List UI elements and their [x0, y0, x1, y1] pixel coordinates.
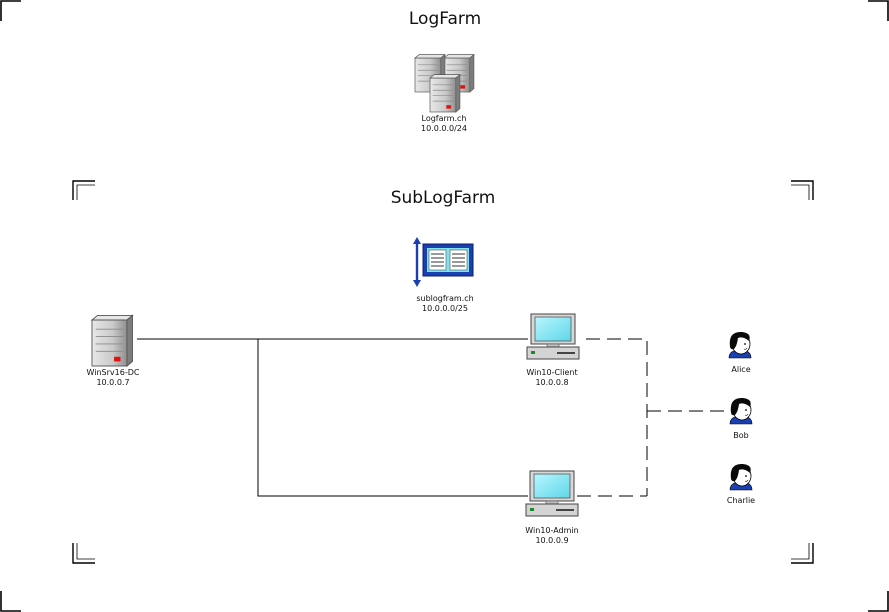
- server-icon: [91, 314, 133, 367]
- user-icon: [729, 463, 753, 491]
- admin-name: Win10-Admin: [525, 526, 579, 535]
- dc-address: 10.0.0.7: [96, 378, 130, 387]
- server-cluster-icon: [414, 54, 475, 113]
- sublogfarm-address: 10.0.0.0/25: [422, 304, 468, 313]
- user-label-charlie: Charlie: [726, 496, 756, 505]
- dashed-link-client: [586, 338, 648, 496]
- inner-frame: [72, 180, 814, 564]
- client-address: 10.0.0.8: [535, 378, 569, 387]
- dc-label: WinSrv16-DC 10.0.0.7: [87, 368, 140, 388]
- logfarm-name: Logfarm.ch: [421, 114, 467, 123]
- user-links: [577, 338, 728, 497]
- outer-frame-title: LogFarm: [408, 9, 482, 29]
- link-dc-admin: [257, 339, 528, 497]
- client-label: Win10-Client 10.0.0.8: [526, 368, 577, 388]
- domain-directory-icon: [413, 237, 474, 287]
- logfarm-label: Logfarm.ch 10.0.0.0/24: [421, 114, 467, 134]
- dc-name: WinSrv16-DC: [86, 368, 140, 377]
- user-icon: [729, 397, 753, 425]
- admin-label: Win10-Admin 10.0.0.9: [525, 526, 578, 546]
- user-label-alice: Alice: [731, 365, 751, 374]
- logfarm-address: 10.0.0.0/24: [421, 124, 467, 133]
- workstation-icon: [525, 470, 579, 517]
- network-links: [137, 338, 528, 497]
- user-icon: [728, 331, 752, 359]
- workstation-icon: [526, 313, 580, 360]
- admin-address: 10.0.0.9: [535, 536, 569, 545]
- inner-frame-title: SubLogFarm: [390, 188, 496, 208]
- sublogfarm-name: sublogfram.ch: [416, 294, 474, 303]
- client-name: Win10-Client: [526, 368, 578, 377]
- user-label-bob: Bob: [733, 431, 749, 440]
- sublogfarm-label: sublogfram.ch 10.0.0.0/25: [416, 294, 473, 314]
